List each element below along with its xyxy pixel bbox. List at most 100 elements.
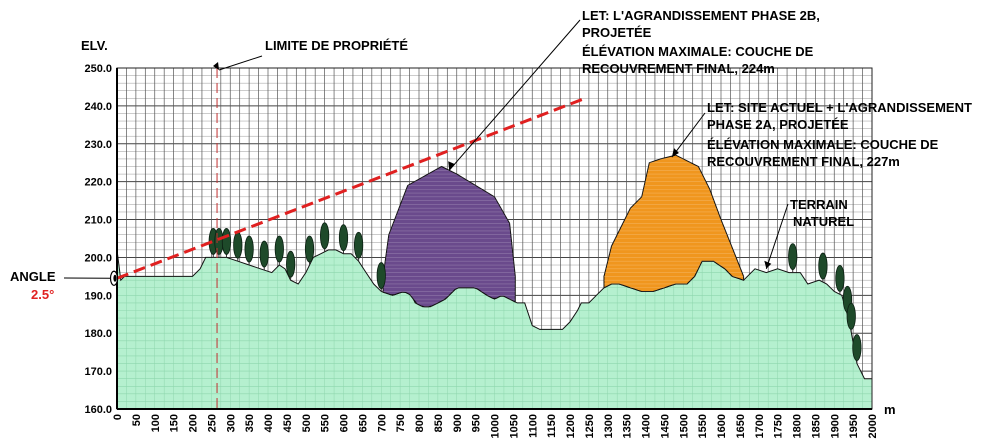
x-tick-label: 550 — [320, 414, 332, 432]
phase2a-label-line4: RECOUVREMENT FINAL, 227m — [707, 154, 900, 169]
y-tick-label: 180.0 — [84, 328, 112, 340]
x-tick-label: 200 — [188, 414, 200, 432]
x-tick-label: 500 — [301, 414, 313, 432]
x-tick-label: 1500 — [678, 414, 690, 438]
axis-layer: 250.0 240.0 230.0 220.0 210.0 200.0 190.0 180.0… — [84, 63, 879, 438]
x-tick-label: 150 — [169, 414, 181, 432]
x-tick-label: 0 — [112, 414, 124, 420]
tree-icon — [835, 264, 845, 295]
x-tick-label: 1400 — [641, 414, 653, 438]
angle-value: 2.5° — [31, 287, 54, 302]
x-tick-label: 2000 — [867, 414, 879, 438]
x-tick-label: 800 — [414, 414, 426, 432]
x-tick-label: 1950 — [848, 414, 860, 438]
x-tick-label: 1250 — [584, 414, 596, 438]
eye-pupil-icon — [113, 274, 117, 282]
x-tick-label: 850 — [433, 414, 445, 432]
trees-layer — [208, 222, 862, 364]
tree-icon — [353, 231, 364, 262]
phase2a-leader — [671, 112, 706, 158]
tree-icon — [274, 235, 284, 266]
x-tick-label: 650 — [357, 414, 369, 432]
y-tick-label: 220.0 — [84, 177, 112, 189]
phase2b-label-line4: RECOUVREMENT FINAL, 224m — [582, 61, 775, 76]
property-limit-label: LIMITE DE PROPRIÉTÉ — [265, 38, 408, 53]
tree-crown — [376, 262, 386, 289]
tree-crown — [214, 228, 224, 255]
x-tick-label: 700 — [376, 414, 388, 432]
phase2b-label-line1: LET: L'AGRANDISSEMENT PHASE 2B, — [582, 8, 820, 23]
tree-icon — [846, 302, 856, 333]
tree-icon — [214, 228, 224, 258]
x-tick-label: 1100 — [527, 414, 539, 438]
tree-crown — [835, 264, 845, 292]
x-tick-label: 1650 — [735, 414, 747, 438]
phase2b-label-line2: PROJETÉE — [582, 25, 652, 40]
tree-crown — [788, 243, 798, 271]
x-tick-label: 1450 — [659, 414, 671, 438]
tree-crown — [852, 334, 862, 361]
overlay-layer — [63, 19, 789, 409]
phase2a-landfill — [603, 154, 745, 292]
x-tick-label: 950 — [471, 414, 483, 432]
y-tick-label: 200.0 — [84, 252, 112, 264]
x-tick-label: 1700 — [754, 414, 766, 438]
y-axis-title: ELV. — [81, 38, 108, 53]
property-limit-leader — [218, 55, 263, 71]
tree-crown — [818, 252, 828, 280]
x-tick-label: 900 — [452, 414, 464, 432]
property-limit-arrow — [213, 62, 220, 70]
x-tick-label: 1000 — [490, 414, 502, 438]
tree-crown — [846, 302, 856, 330]
tree-icon — [338, 224, 349, 254]
x-tick-label: 1800 — [792, 414, 804, 438]
x-tick-label: 1050 — [508, 414, 520, 438]
tree-icon — [286, 250, 296, 281]
tree-crown — [233, 231, 243, 259]
terrain-leader — [765, 203, 789, 269]
x-tick-label: 1150 — [546, 414, 558, 438]
phase2a-leader-arrow — [671, 148, 679, 158]
x-tick-label: 250 — [206, 414, 218, 432]
x-tick-label: 1900 — [829, 414, 841, 438]
x-tick-label: 1350 — [622, 414, 634, 438]
landfill-layer — [382, 154, 745, 308]
x-tick-label: 1850 — [810, 414, 822, 438]
x-tick-label: 50 — [131, 414, 143, 426]
x-tick-label: 400 — [263, 414, 275, 432]
sightline — [116, 96, 586, 280]
x-tick-label: 600 — [339, 414, 351, 432]
tree-icon — [221, 228, 232, 258]
phase2a-label-line1: LET: SITE ACTUEL + L'AGRANDISSEMENT — [707, 100, 972, 115]
tree-icon — [818, 252, 828, 283]
y-tick-label: 210.0 — [84, 215, 112, 227]
phase2a-label-line3: ÉLÉVATION MAXIMALE: COUCHE DE — [707, 137, 939, 152]
tree-icon — [320, 222, 330, 252]
x-tick-label: 100 — [150, 414, 162, 432]
x-tick-label: 1300 — [603, 414, 615, 438]
y-tick-label: 230.0 — [84, 139, 112, 151]
x-tick-label: 1550 — [697, 414, 709, 438]
x-tick-label: 450 — [282, 414, 294, 432]
x-tick-label: 750 — [395, 414, 407, 432]
tree-crown — [221, 228, 232, 255]
phase2b-leader — [448, 19, 581, 171]
y-tick-label: 250.0 — [84, 63, 112, 75]
terrain-label-line2: NATUREL — [793, 214, 854, 229]
tree-icon — [259, 240, 269, 271]
terrain-label-line1: TERRAIN — [790, 197, 848, 212]
tree-crown — [320, 222, 330, 250]
y-tick-label: 240.0 — [84, 101, 112, 113]
y-tick-label: 170.0 — [84, 366, 112, 378]
y-tick-label: 160.0 — [84, 404, 112, 416]
phase2b-label-line3: ÉLÉVATION MAXIMALE: COUCHE DE — [582, 44, 814, 59]
tree-icon — [233, 231, 243, 262]
phase2b-leader-arrow — [448, 161, 456, 171]
tree-icon — [852, 334, 862, 364]
x-tick-label: 1750 — [773, 414, 785, 438]
tree-crown — [353, 231, 364, 259]
tree-crown — [244, 235, 254, 263]
tree-icon — [788, 243, 798, 273]
y-tick-label: 190.0 — [84, 290, 112, 302]
